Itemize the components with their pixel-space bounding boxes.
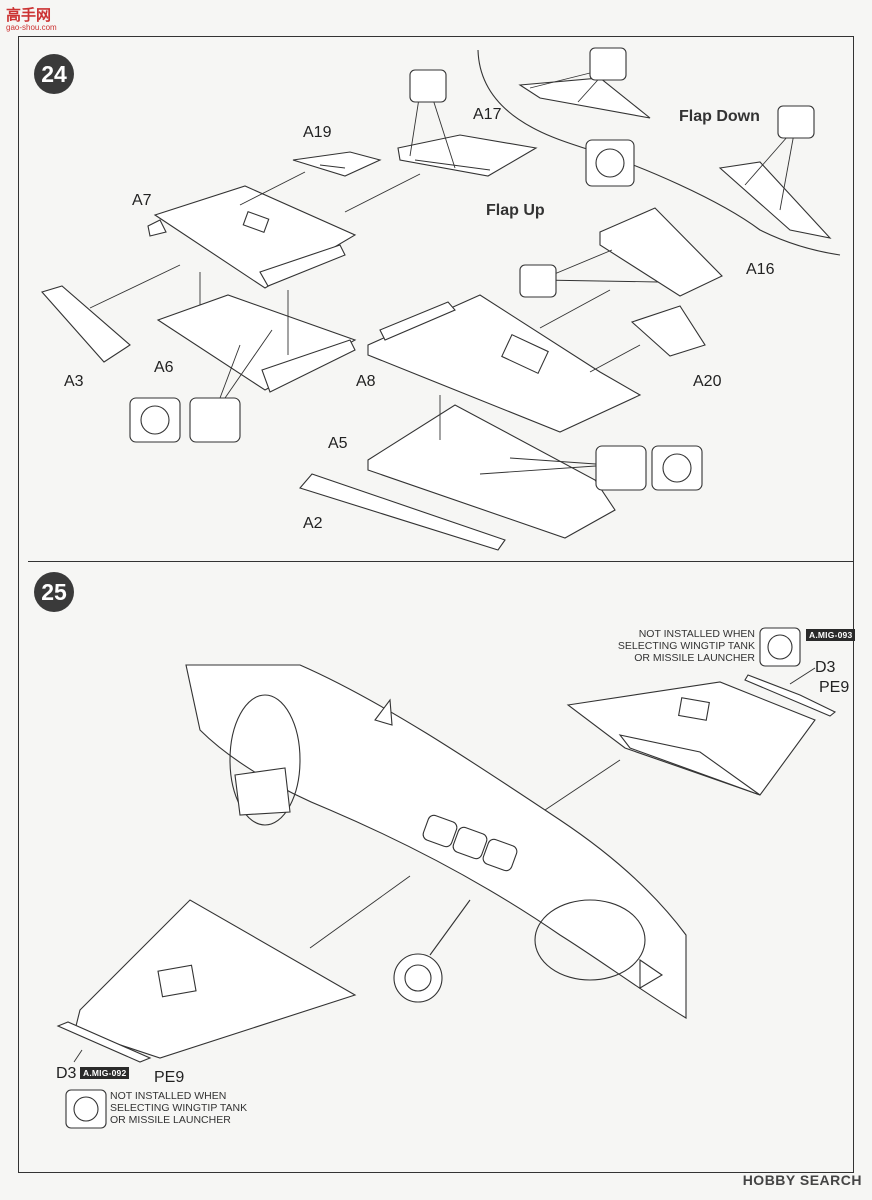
label-a5: A5 [328, 435, 348, 452]
part-a3-drawing [41, 285, 131, 363]
flap-down-detail-drawing [477, 49, 841, 256]
step25-icons [65, 627, 801, 1129]
instruction-frame [18, 36, 854, 1173]
site-watermark: 高手网 gao-shou.com [6, 7, 57, 32]
label-a20: A20 [693, 373, 722, 390]
step24-arrows [89, 69, 796, 475]
part-a19-drawing [292, 151, 382, 177]
tag-a-mig-092: A.MIG-092 [80, 1067, 130, 1079]
part-a6-drawing [156, 294, 357, 393]
part-a8-drawing [367, 294, 642, 433]
label-a3: A3 [64, 373, 84, 390]
right-wing-drawing [566, 674, 837, 796]
label-pe9-right: PE9 [819, 679, 850, 696]
tag-a-mig-093: A.MIG-093 [806, 629, 856, 641]
label-a8: A8 [356, 373, 376, 390]
label-d3-left: D3 [56, 1065, 77, 1082]
flap-up-label: Flap Up [486, 202, 545, 219]
step-divider [28, 561, 853, 562]
label-a2: A2 [303, 515, 323, 532]
aircraft-fuselage-drawing [185, 664, 687, 1019]
part-a5-drawing [367, 404, 616, 539]
part-a7-drawing [147, 185, 357, 289]
flap-down-label: Flap Down [679, 108, 760, 125]
label-a16: A16 [746, 261, 775, 278]
part-a17-drawing [397, 134, 538, 177]
label-a7: A7 [132, 192, 152, 209]
note-left-not-installed: NOT INSTALLED WHEN SELECTING WINGTIP TAN… [110, 1090, 248, 1126]
label-a19: A19 [303, 124, 332, 141]
left-wing-drawing [56, 899, 357, 1063]
part-a20-drawing [630, 305, 706, 357]
label-a17: A17 [473, 106, 502, 123]
part-a2-drawing [299, 473, 506, 551]
part-a16-drawing [599, 207, 723, 297]
step-number-24: 24 [34, 54, 74, 94]
step24-icons [129, 47, 815, 491]
note-right-not-installed: NOT INSTALLED WHEN SELECTING WINGTIP TAN… [617, 628, 755, 664]
hobby-search-brand: HOBBY SEARCH [742, 1172, 862, 1188]
label-a6: A6 [154, 359, 174, 376]
step-number-25: 25 [34, 572, 74, 612]
step25-arrows [73, 667, 816, 1063]
label-pe9-left: PE9 [154, 1069, 185, 1086]
label-d3-right: D3 [815, 659, 836, 676]
